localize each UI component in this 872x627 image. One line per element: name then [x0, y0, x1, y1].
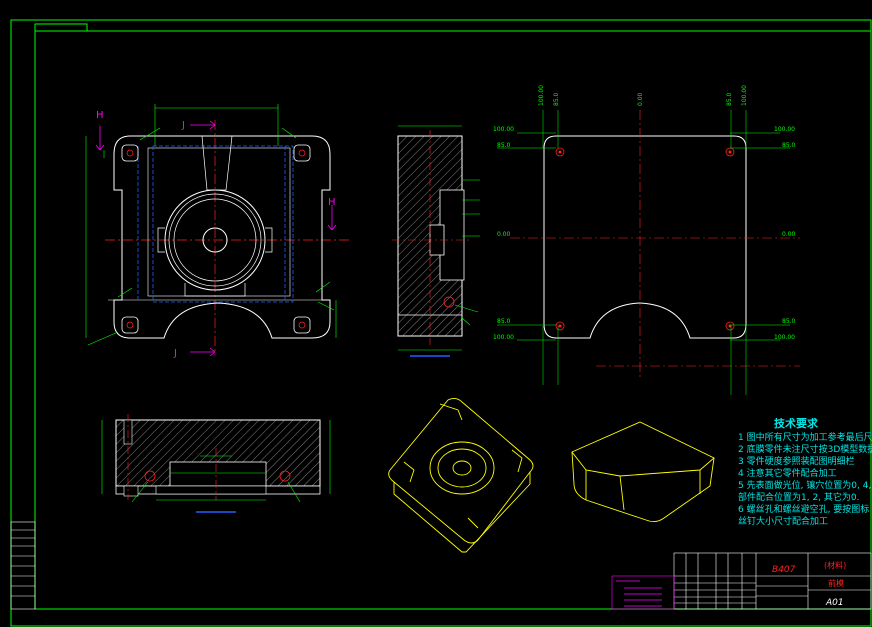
- coord-left-2: 85.0: [497, 142, 511, 149]
- coord-top-2: 85.0: [553, 92, 560, 106]
- part-name: 前模: [828, 578, 844, 588]
- coord-top-5: 100.00: [741, 85, 748, 106]
- revision-strip: [10, 521, 36, 610]
- coord-top-4: 85.0: [726, 92, 733, 106]
- tech-item-6: 部件配合位置为1, 2, 其它为0.: [738, 493, 860, 503]
- coord-right-3: 0.00: [782, 231, 796, 238]
- tech-item-1: 1 图中所有尺寸为加工参考最后尺: [738, 433, 872, 443]
- coord-top-1: 100.00: [538, 85, 545, 106]
- coord-left-3: 0.00: [497, 231, 511, 238]
- side-section-view: [392, 125, 480, 357]
- iso-view-1: [388, 397, 534, 553]
- frame-corner-tab: [34, 23, 88, 32]
- coord-top-3: 0.00: [637, 92, 644, 106]
- section-label-j-bottom: J: [173, 348, 177, 359]
- drawing-number: B407: [772, 565, 796, 575]
- coord-left-5: 100.00: [493, 334, 514, 341]
- tech-requirements: 技术要求 1 图中所有尺寸为加工参考最后尺 2 底膜零件未注尺寸按3D模型数据 …: [738, 418, 872, 528]
- coord-right-4: 85.0: [782, 318, 796, 325]
- coord-right-1: 100.00: [774, 126, 795, 133]
- tech-item-7: 6 螺丝孔和螺丝避空孔, 要按图标: [738, 505, 870, 515]
- coordinate-view: 100.00 85.0 0.00 85.0 100.00 100.00 85.0…: [493, 85, 800, 395]
- sheet-code: A01: [825, 598, 844, 608]
- section-label-h-right: H: [328, 197, 336, 208]
- magenta-note-box: [611, 575, 675, 610]
- coord-left-4: 85.0: [497, 318, 511, 325]
- tech-item-3: 3 零件硬度参照装配图明细栏: [738, 457, 855, 467]
- material-label: (材料): [824, 560, 846, 570]
- coord-right-5: 100.00: [774, 334, 795, 341]
- tech-requirements-heading: 技术要求: [774, 418, 818, 430]
- tech-item-2: 2 底膜零件未注尺寸按3D模型数据: [738, 445, 872, 455]
- bottom-section-view: [101, 414, 331, 513]
- magenta-note-lines: [616, 580, 662, 607]
- tech-item-5: 5 先表面做光位, 镶穴位置为0, 4,: [738, 481, 872, 491]
- inner-frame: [34, 30, 872, 610]
- iso-view-2: [571, 421, 715, 523]
- section-label-j-top: J: [181, 120, 185, 131]
- section-label-h-top: H: [96, 110, 104, 121]
- coord-left-1: 100.00: [493, 126, 514, 133]
- tech-item-8: 丝钉大小尺寸配合加工: [738, 517, 829, 527]
- top-view: H H J J: [85, 104, 350, 359]
- tech-item-4: 4 注意其它零件配合加工: [738, 469, 837, 479]
- coord-right-2: 85.0: [782, 142, 796, 149]
